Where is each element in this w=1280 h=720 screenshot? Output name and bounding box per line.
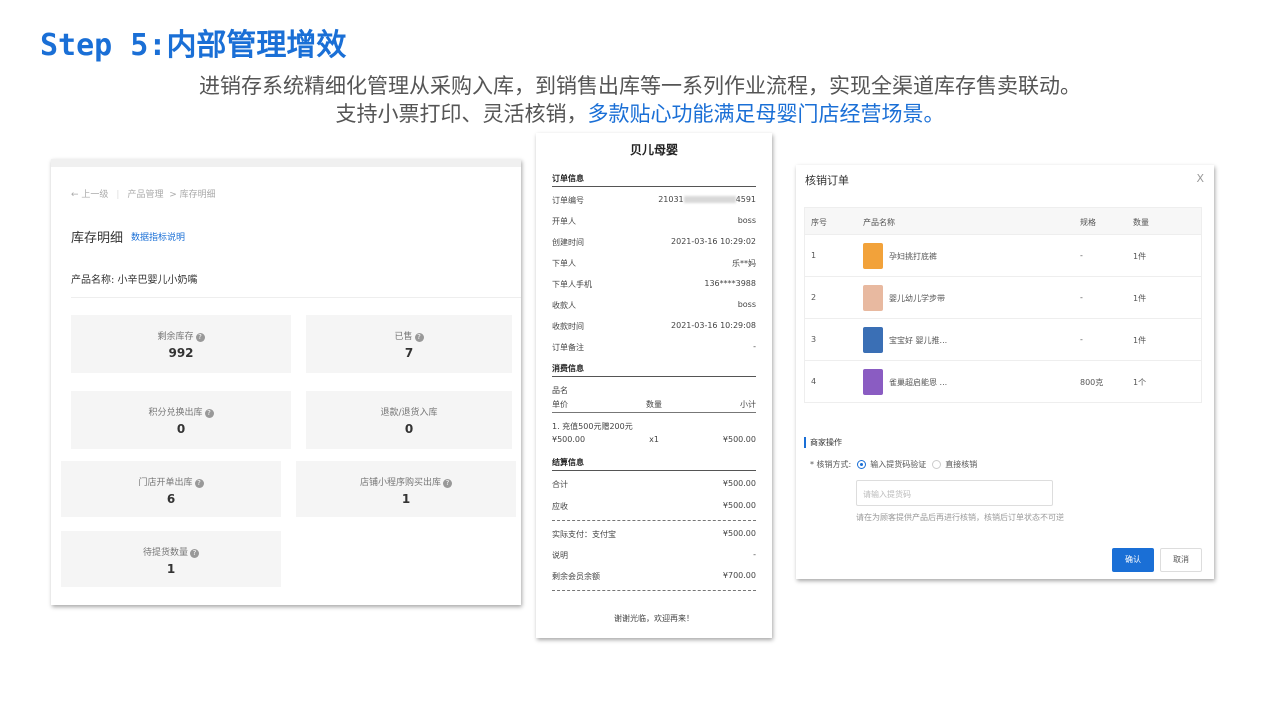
stat-value: 6 [166, 492, 176, 506]
stat-label: 店铺小程序购买出库 [359, 478, 441, 488]
receipt-section-settle: 结算信息 [552, 457, 756, 471]
table-header: 序号 产品名称 规格 数量 [804, 207, 1202, 235]
subtitle-line-2-plain: 支持小票打印、灵活核销， [335, 102, 588, 126]
help-icon[interactable]: ? [414, 333, 424, 342]
back-link[interactable]: ← 上一级 [71, 190, 109, 200]
stat-label: 待提货数量 [142, 548, 188, 558]
stat-label: 剩余库存 [157, 332, 194, 342]
stock-title: 库存明细 [71, 231, 124, 246]
product-thumbnail [863, 243, 883, 269]
redacted-mask [683, 196, 736, 203]
receipt-row: 订单备注- [552, 342, 756, 352]
col-no: 序号 [811, 218, 827, 227]
page-title: Step 5:内部管理增效 [40, 20, 346, 64]
title-step: Step 5: [40, 28, 167, 63]
col-spec: 规格 [1080, 218, 1096, 227]
verify-method: * 核销方式: 输入提货码验证 直接核销 [810, 459, 977, 470]
product-thumbnail [863, 327, 883, 353]
breadcrumb: ← 上一级|产品管理 > 库存明细 [71, 190, 216, 200]
table-row: 1 孕妇挑打底裤 - 1件 [804, 235, 1202, 277]
breadcrumb-product-manage[interactable]: 产品管理 [127, 190, 164, 200]
title-main: 内部管理增效 [166, 28, 347, 63]
receipt-col-headers: 单价数量小计 [552, 399, 756, 413]
receipt-row: 合计¥500.00 [552, 479, 756, 489]
stat-label: 已售 [394, 332, 413, 342]
receipt-row: 应收¥500.00 [552, 501, 756, 511]
verify-order-dialog: 核销订单 X 序号 产品名称 规格 数量 1 孕妇挑打底裤 - 1件 2 婴儿幼… [796, 165, 1214, 579]
receipt-section-order: 订单信息 [552, 173, 756, 187]
stat-refund: 退款/退货入库 0 [306, 391, 512, 449]
stat-miniprogram: 店铺小程序购买出库? 1 [296, 461, 516, 517]
close-icon[interactable]: X [1196, 172, 1204, 185]
receipt-row: 下单人乐**妈 [552, 259, 756, 268]
stat-label: 积分兑换出库 [148, 408, 203, 418]
pickup-code-input[interactable]: 请输入提货码 [856, 480, 1053, 506]
stock-detail-panel: ← 上一级|产品管理 > 库存明细 库存明细 数据指标说明 产品名称: 小辛巴婴… [51, 159, 521, 605]
option-code-verify[interactable]: 输入提货码验证 [870, 460, 927, 469]
cancel-button[interactable]: 取消 [1160, 548, 1202, 572]
table-row: 2 婴儿幼儿学步带 - 1件 [804, 277, 1202, 319]
table-row: 3 宝宝好 婴儿推... - 1件 [804, 319, 1202, 361]
stat-value: 1 [401, 492, 411, 506]
receipt-section-consume: 消费信息 [552, 363, 756, 377]
help-icon[interactable]: ? [443, 479, 452, 488]
help-icon[interactable]: ? [204, 409, 214, 418]
col-qty: 数量 [1133, 218, 1149, 227]
stat-remaining: 剩余库存? 992 [71, 315, 291, 373]
stat-label: 退款/退货入库 [380, 408, 438, 418]
merchant-section-title: 商家操作 [804, 437, 842, 448]
product-thumbnail [863, 369, 883, 395]
stat-store-order: 门店开单出库? 6 [61, 461, 281, 517]
stat-value: 0 [404, 422, 414, 436]
receipt-row: 说明- [552, 550, 756, 560]
breadcrumb-stock-detail: > 库存明细 [169, 190, 216, 200]
stat-sold: 已售? 7 [306, 315, 512, 373]
dialog-title: 核销订单 [805, 174, 849, 187]
product-name: 产品名称: 小辛巴婴儿小奶嘴 [71, 275, 198, 286]
product-thumbnail [863, 285, 883, 311]
radio-direct-verify[interactable] [932, 460, 942, 469]
receipt-thanks: 谢谢光临，欢迎再来！ [614, 614, 694, 623]
subtitle-line-1: 进销存系统精细化管理从采购入库，到销售出库等一系列作业流程，实现全渠道库存售卖联… [199, 74, 1081, 98]
dashed-divider [552, 520, 756, 521]
receipt-row: 实际支付：支付宝¥500.00 [552, 529, 756, 539]
verify-hint: 请在为顾客提供产品后再进行核销，核销后订单状态不可逆 [856, 513, 1064, 522]
stat-value: 1 [166, 562, 176, 576]
receipt-col-name: 品名 [552, 386, 568, 395]
stat-value: 992 [168, 346, 194, 360]
help-icon[interactable]: ? [195, 333, 205, 342]
receipt-row: 剩余会员余额¥700.00 [552, 571, 756, 581]
shop-name: 贝儿母婴 [629, 143, 678, 157]
help-icon[interactable]: ? [190, 549, 199, 558]
radio-code-verify[interactable] [857, 460, 867, 469]
receipt-item-name: 1. 充值500元赠200元 [552, 422, 633, 431]
confirm-button[interactable]: 确认 [1112, 548, 1154, 572]
dashed-divider [552, 590, 756, 591]
method-label: * 核销方式: [810, 460, 852, 469]
metric-explain-link[interactable]: 数据指标说明 [131, 233, 186, 243]
col-name: 产品名称 [863, 218, 895, 227]
option-direct-verify[interactable]: 直接核销 [945, 460, 978, 469]
stat-value: 0 [176, 422, 186, 436]
stat-pending-pickup: 待提货数量? 1 [61, 531, 281, 587]
subtitle-line-2: 支持小票打印、灵活核销，多款贴心功能满足母婴门店经营场景。 [0, 98, 1280, 128]
stat-points-exchange: 积分兑换出库? 0 [71, 391, 291, 449]
table-row: 4 雀巢超启能恩 ... 800克 1个 [804, 361, 1202, 403]
stat-label: 门店开单出库 [138, 478, 193, 488]
subtitle-line-2-highlight: 多款贴心功能满足母婴门店经营场景。 [587, 102, 945, 126]
help-icon[interactable]: ? [194, 479, 204, 488]
divider [71, 297, 521, 298]
stat-value: 7 [404, 346, 414, 360]
